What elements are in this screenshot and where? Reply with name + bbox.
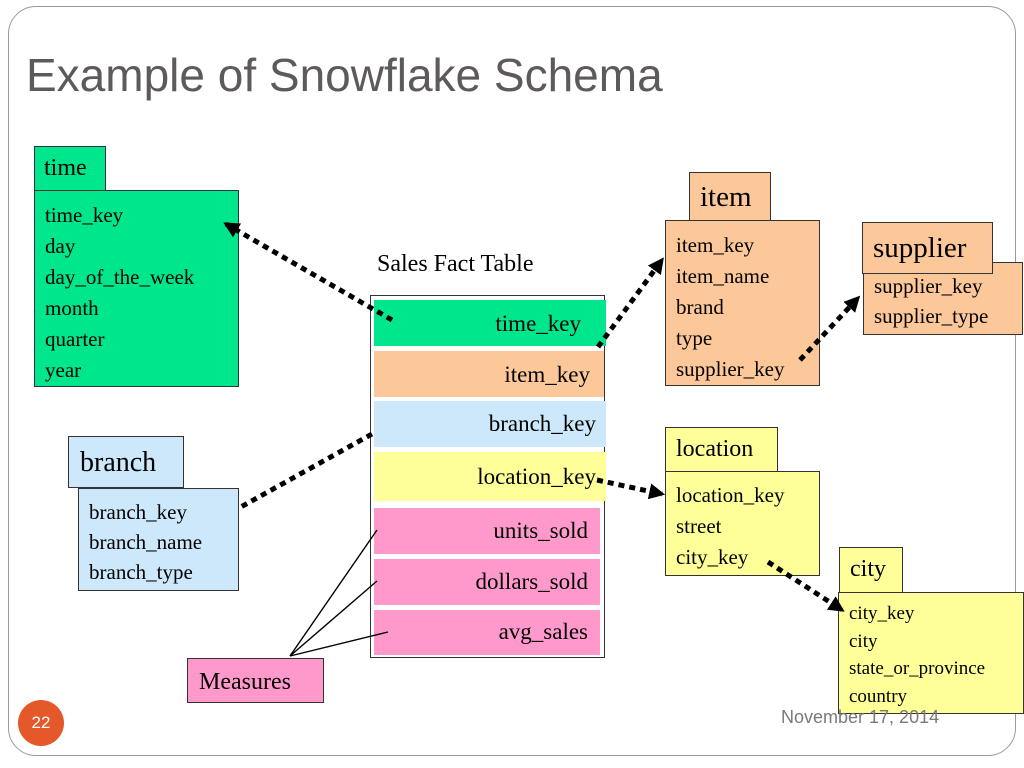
location-table-name: location <box>676 436 754 462</box>
time-attr-month: month <box>45 296 99 320</box>
supplier-table-header: supplier <box>862 222 993 274</box>
city-attr-city: city <box>849 630 878 652</box>
fact-dollars-sold-label: dollars_sold <box>475 569 588 594</box>
time-key-link <box>223 221 394 323</box>
time-table: time_key day day_of_the_week month quart… <box>34 190 239 387</box>
fact-item-key-label: item_key <box>504 362 590 387</box>
time-attributes: time_key day day_of_the_week month quart… <box>45 200 194 386</box>
city-attr-state-or-province: state_or_province <box>849 658 986 679</box>
city-attr-city-key: city_key <box>849 603 915 624</box>
branch-attr-branch-name: branch_name <box>89 530 203 554</box>
supplier-attributes: supplier_key supplier_type <box>874 271 988 331</box>
location-key-link <box>596 477 666 500</box>
measures-callout: Measures <box>187 658 324 703</box>
city-table: city_key city state_or_province country <box>838 592 1024 714</box>
time-attr-day: day <box>45 234 76 258</box>
fact-row-dollars-sold: dollars_sold <box>374 559 600 605</box>
item-attr-item-key: item_key <box>676 233 755 257</box>
supplier-table: supplier_key supplier_type <box>863 262 1023 335</box>
branch-attributes: branch_key branch_name branch_type <box>89 497 202 587</box>
item-attributes: item_key item_name brand type supplier_k… <box>676 230 784 385</box>
fact-row-location-key: location_key <box>374 452 606 501</box>
page-number-badge: 22 <box>18 700 64 746</box>
branch-table: branch_key branch_name branch_type <box>78 488 239 591</box>
supplier-key-link <box>798 295 861 362</box>
item-attr-type: type <box>676 326 713 350</box>
item-attr-supplier-key: supplier_key <box>676 357 785 381</box>
fact-row-time-key: time_key <box>374 300 606 346</box>
measures-label: Measures <box>199 669 291 695</box>
location-table-header: location <box>665 427 778 472</box>
fact-branch-key-label: branch_key <box>488 411 596 436</box>
city-attr-country: country <box>849 685 908 707</box>
time-attr-day-of-week: day_of_the_week <box>45 265 195 289</box>
branch-attr-branch-type: branch_type <box>89 560 193 584</box>
city-table-name: city <box>850 556 886 582</box>
city-key-link <box>766 559 845 613</box>
time-table-name: time <box>44 155 87 181</box>
item-attr-brand: brand <box>676 295 724 319</box>
measures-line-avg-sales <box>289 631 389 657</box>
location-table: location_key street city_key <box>665 471 820 576</box>
city-table-header: city <box>839 547 903 593</box>
location-attr-city-key: city_key <box>676 545 749 569</box>
fact-table-caption: Sales Fact Table <box>377 251 534 277</box>
time-table-header: time <box>34 146 106 191</box>
branch-key-link <box>237 431 374 511</box>
fact-location-key-label: location_key <box>477 464 596 489</box>
slide-frame <box>8 6 1016 756</box>
location-attributes: location_key street city_key <box>676 480 784 573</box>
branch-table-header: branch <box>68 436 184 488</box>
supplier-attr-supplier-key: supplier_key <box>874 274 983 298</box>
fact-row-avg-sales: avg_sales <box>374 610 600 655</box>
time-attr-year: year <box>45 358 82 382</box>
fact-avg-sales-label: avg_sales <box>498 619 588 644</box>
footer-date: November 17, 2014 <box>781 707 940 727</box>
measures-line-units-sold <box>289 529 378 657</box>
item-table-name: item <box>700 181 752 213</box>
location-attr-street: street <box>676 514 722 538</box>
time-attr-quarter: quarter <box>45 327 105 351</box>
fact-row-units-sold: units_sold <box>374 508 600 554</box>
branch-attr-branch-key: branch_key <box>89 500 187 524</box>
fact-units-sold-label: units_sold <box>493 518 588 543</box>
city-attributes: city_key city state_or_province country <box>849 600 985 710</box>
fact-row-item-key: item_key <box>374 351 604 397</box>
supplier-table-name: supplier <box>873 232 967 264</box>
measures-line-dollars-sold <box>289 580 378 657</box>
item-attr-item-name: item_name <box>676 264 770 288</box>
branch-table-name: branch <box>80 447 157 478</box>
fact-row-branch-key: branch_key <box>374 401 606 447</box>
slide-title: Example of Snowflake Schema <box>26 49 663 101</box>
item-table-header: item <box>689 172 771 221</box>
fact-time-key-label: time_key <box>495 311 581 336</box>
location-attr-location-key: location_key <box>676 483 785 507</box>
item-table: item_key item_name brand type supplier_k… <box>665 220 820 386</box>
item-key-link <box>595 257 665 349</box>
supplier-attr-supplier-type: supplier_type <box>874 304 989 328</box>
page-number: 22 <box>31 713 51 732</box>
time-attr-time-key: time_key <box>45 203 124 227</box>
